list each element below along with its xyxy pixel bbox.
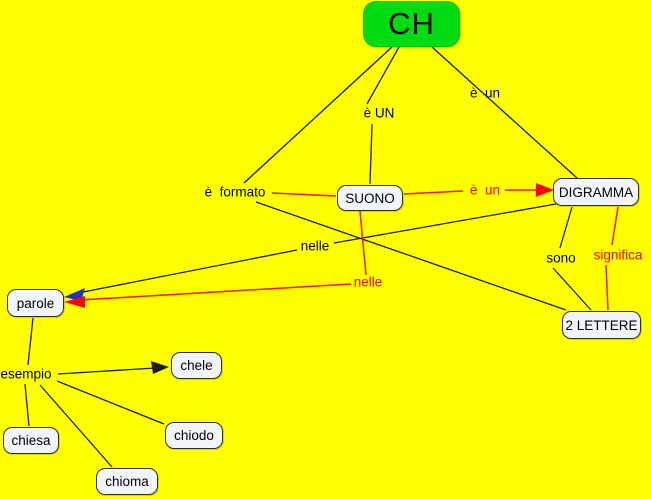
concept-node-chioma[interactable]: chioma	[96, 468, 158, 495]
line-esempio-to-chele[interactable]	[57, 367, 156, 375]
red-line-e-formato-to-suono[interactable]	[271, 192, 337, 197]
arrowhead-black-into-chele	[151, 361, 169, 374]
red-line-suono-to-nelle[interactable]	[359, 210, 367, 276]
line-esempio-to-chiodo[interactable]	[56, 380, 165, 425]
concept-node-chele[interactable]: chele	[171, 352, 222, 379]
concept-node-parole[interactable]: parole	[7, 289, 64, 317]
arrowhead-red-into-digramma	[536, 183, 554, 197]
arrowhead-red-into-parole	[64, 296, 85, 308]
concept-node-digramma[interactable]: DIGRAMMA	[553, 178, 639, 206]
linking-phrase-esempio[interactable]: esempio	[0, 366, 52, 382]
linking-phrase-e-un-top-right[interactable]: è un	[469, 85, 501, 101]
red-line-significa-to-2lettere[interactable]	[605, 264, 609, 311]
line-parole-to-esempio[interactable]	[27, 317, 34, 366]
line-ch-to-digramma[interactable]	[431, 46, 578, 179]
concept-node-2-lettere[interactable]: 2 LETTERE	[562, 311, 641, 339]
red-line-digramma-to-significa[interactable]	[611, 206, 619, 246]
line-digramma-to-nelle[interactable]	[333, 203, 557, 244]
concept-node-chiodo[interactable]: chiodo	[165, 422, 223, 449]
line-nelle-to-parole[interactable]	[77, 249, 298, 294]
linking-phrase-e-formato[interactable]: è formato	[204, 184, 266, 200]
red-line-nelle-to-parole[interactable]	[79, 283, 352, 301]
red-line-suono-to-e-un[interactable]	[403, 190, 464, 195]
line-e-un-upper-to-suono[interactable]	[369, 123, 373, 185]
concept-node-chiesa[interactable]: chiesa	[3, 427, 59, 454]
line-ch-to-e-formato[interactable]	[243, 46, 393, 184]
linking-phrase-nelle-red[interactable]: nelle	[353, 274, 383, 290]
linking-phrase-sono[interactable]: sono	[546, 250, 576, 266]
linking-phrase-e-un-upper[interactable]: è UN	[363, 105, 395, 121]
line-ch-to-e-un-upper[interactable]	[366, 46, 400, 105]
concept-node-ch[interactable]: CH	[363, 1, 460, 47]
line-sono-to-2lettere[interactable]	[552, 267, 592, 311]
line-digramma-to-sono[interactable]	[559, 206, 573, 249]
linking-phrase-significa[interactable]: significa	[593, 247, 643, 263]
line-esempio-to-chioma[interactable]	[39, 384, 113, 468]
line-e-formato-to-2lettere[interactable]	[255, 201, 567, 311]
linking-phrase-nelle[interactable]: nelle	[300, 238, 330, 254]
concept-node-suono[interactable]: SUONO	[337, 185, 403, 211]
line-esempio-to-chiesa[interactable]	[24, 383, 30, 427]
linking-phrase-e-un-red[interactable]: è un	[469, 182, 501, 198]
